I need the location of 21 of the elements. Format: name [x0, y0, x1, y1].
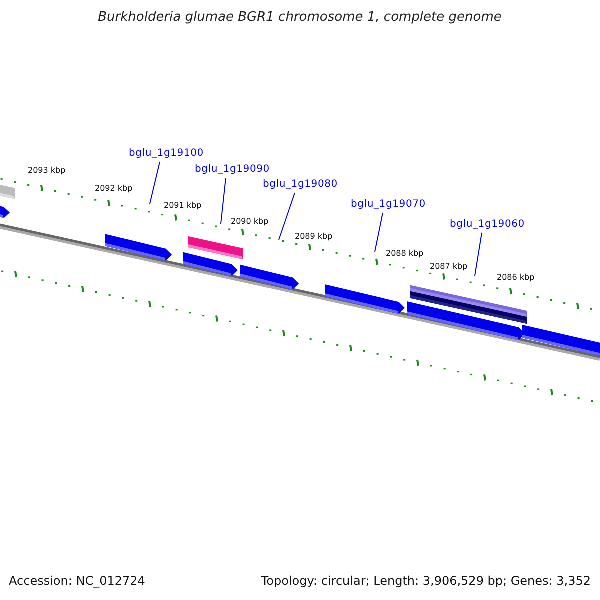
gene-label: bglu_1g19090 [195, 164, 270, 175]
genome-info-text: Topology: circular; Length: 3,906,529 bp; Genes: 3,352 [261, 574, 591, 588]
tick-label: 2090 kbp [231, 217, 269, 226]
tick-label: 2088 kbp [386, 249, 424, 258]
tick-label: 2087 kbp [430, 262, 468, 271]
leader-line [278, 192, 296, 240]
tick-label: 2086 kbp [497, 273, 535, 282]
leader-line [474, 232, 482, 276]
leader-line [220, 178, 226, 224]
tick-label: 2091 kbp [164, 201, 202, 210]
tick-label: 2092 kbp [95, 184, 133, 193]
title: Burkholderia glumae BGR1 chromosome 1, complete genome [97, 10, 503, 25]
tick-label: 2089 kbp [295, 232, 333, 241]
gene-label: bglu_1g19080 [263, 179, 338, 190]
leader-line [150, 162, 160, 204]
leader-line [374, 212, 384, 252]
gene-label: bglu_1g19070 [351, 199, 426, 210]
accession-text: Accession: NC_012724 [9, 574, 146, 588]
gene-label: bglu_1g19100 [129, 148, 204, 159]
tick-label: 2093 kbp [28, 166, 66, 175]
gene-label: bglu_1g19060 [450, 219, 525, 230]
